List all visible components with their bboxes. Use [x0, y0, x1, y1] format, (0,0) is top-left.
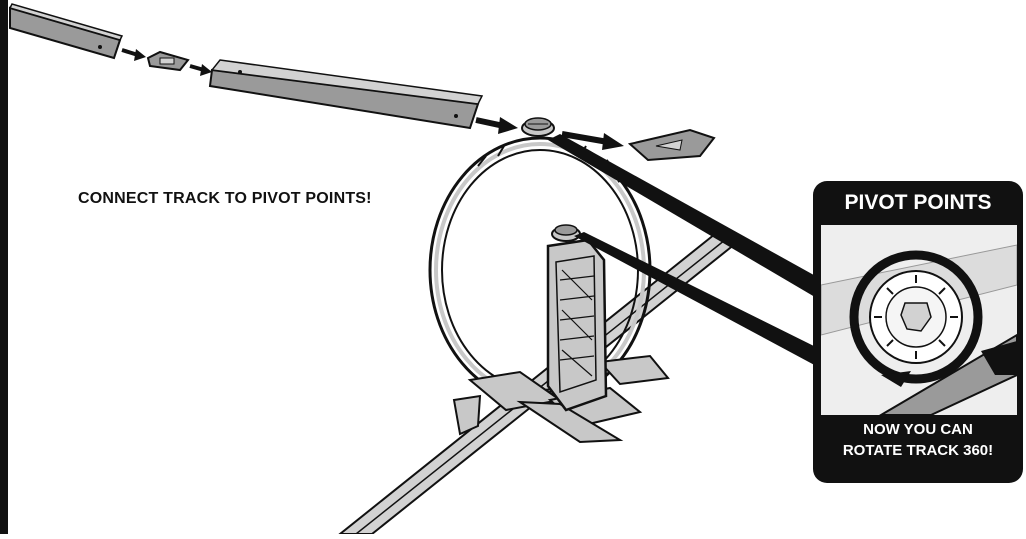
support-tower	[546, 238, 608, 412]
arrow-icon	[121, 48, 146, 61]
connect-instruction: CONNECT TRACK TO PIVOT POINTS!	[78, 190, 372, 207]
rotate-arrow-icon	[881, 371, 911, 387]
page-edge-strip	[0, 0, 8, 534]
pivot-points-inset: PIVOT POINTS NOW YOU CAN ROTATE TRACK 36…	[813, 181, 1023, 483]
caption-line-1: NOW YOU CAN	[863, 421, 973, 438]
callout-pointer-tower	[574, 232, 830, 368]
inset-caption: NOW YOU CAN ROTATE TRACK 360!	[813, 419, 1023, 461]
inset-detail-view	[821, 225, 1017, 415]
track-end-cap	[627, 128, 716, 162]
caption-line-2: ROTATE TRACK 360!	[842, 442, 994, 459]
pivot-closeup	[821, 225, 1017, 415]
arrow-icon	[189, 64, 212, 76]
inset-title: PIVOT POINTS	[844, 191, 992, 214]
arrow-icon	[475, 117, 518, 134]
track-connector	[146, 50, 190, 72]
pivot-gear-icon	[521, 117, 555, 137]
long-track-piece	[208, 59, 484, 130]
callout-pointer-top	[548, 134, 830, 300]
arrow-icon	[981, 341, 1017, 375]
pivot-gear-icon	[551, 224, 581, 242]
short-track-piece	[8, 3, 124, 60]
arrow-icon	[561, 131, 624, 150]
base-track	[337, 228, 742, 535]
